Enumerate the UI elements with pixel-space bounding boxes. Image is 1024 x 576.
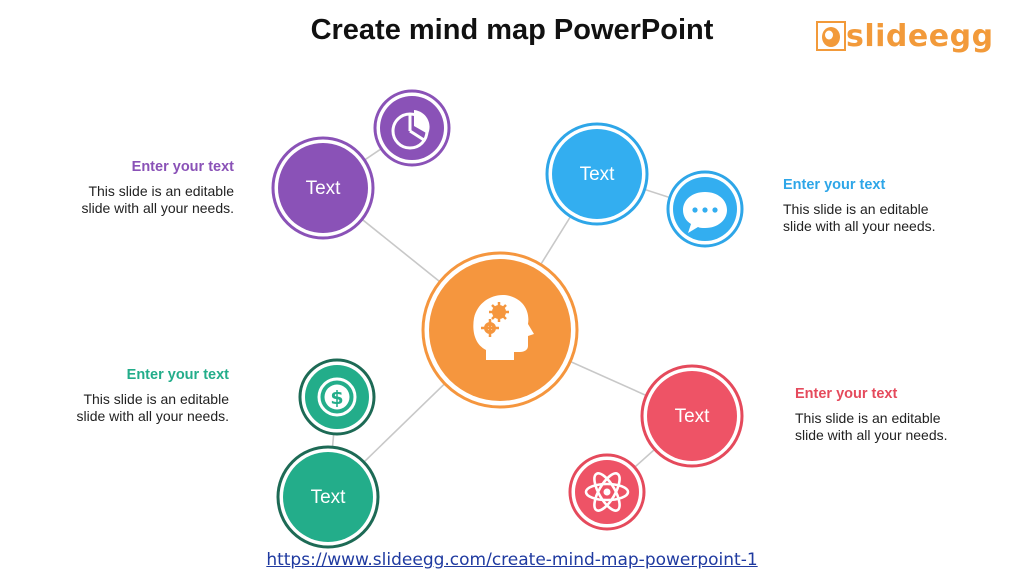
node-green: [276, 445, 380, 549]
block-heading: Enter your text: [783, 177, 886, 193]
slideegg-logo: slideegg: [816, 18, 994, 54]
slide-title: Create mind map PowerPoint: [310, 14, 714, 46]
footer-link[interactable]: https://www.slideegg.com/create-mind-map…: [266, 550, 758, 570]
icon-circle-red: [568, 453, 646, 531]
head-gears-icon: [473, 294, 534, 360]
block-body-line-1: This slide is an editable: [83, 391, 229, 407]
dollar-coin-icon: $: [317, 377, 357, 417]
icon-circle-green: $: [298, 358, 376, 436]
block-body-line-2: slide with all your needs.: [783, 218, 936, 234]
node-label-green: Text: [310, 487, 346, 508]
block-body-line-1: This slide is an editable: [783, 201, 929, 217]
block-heading: Enter your text: [126, 367, 229, 383]
block-body-line-2: slide with all your needs.: [76, 408, 229, 424]
node-label-purple: Text: [305, 178, 341, 199]
text-block-purple: Enter your text This slide is an editabl…: [34, 159, 234, 217]
atom-icon: [584, 472, 630, 512]
svg-text:$: $: [330, 387, 343, 409]
node-blue: [545, 122, 649, 226]
node-label-red: Text: [674, 406, 710, 427]
logo-text: slideegg: [846, 18, 994, 54]
block-heading: Enter your text: [131, 159, 234, 175]
block-body-line-2: slide with all your needs.: [81, 200, 234, 216]
text-block-green: Enter your text This slide is an editabl…: [29, 367, 229, 425]
text-block-blue: Enter your text This slide is an editabl…: [783, 177, 983, 235]
block-body-line-1: This slide is an editable: [795, 410, 941, 426]
node-purple: [271, 136, 375, 240]
text-block-red: Enter your text This slide is an editabl…: [795, 386, 995, 444]
block-body-line-1: This slide is an editable: [88, 183, 234, 199]
chat-bubble-icon: [683, 192, 727, 233]
center-node: [421, 251, 579, 409]
node-label-blue: Text: [579, 164, 615, 185]
node-red: [640, 364, 744, 468]
block-heading: Enter your text: [795, 386, 898, 402]
egg-logo-icon: [816, 21, 846, 51]
icon-circle-purple: [373, 89, 451, 167]
block-body-line-2: slide with all your needs.: [795, 427, 948, 443]
icon-circle-blue: [666, 170, 744, 248]
